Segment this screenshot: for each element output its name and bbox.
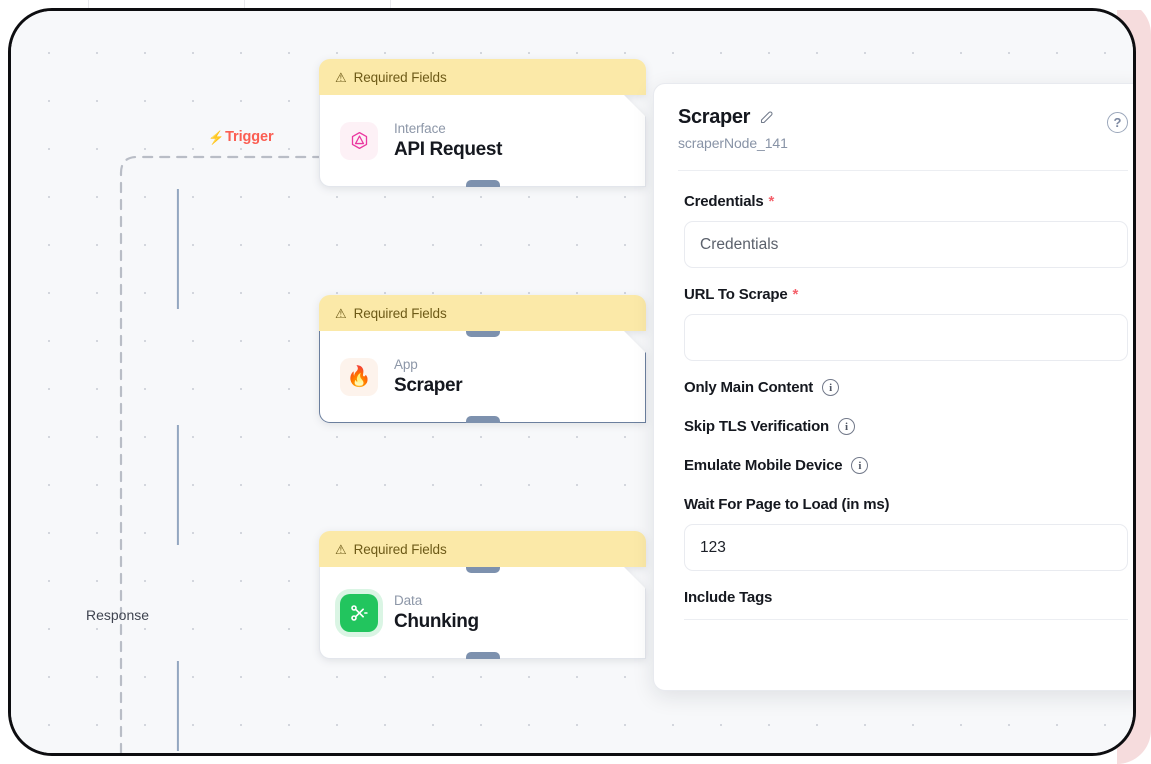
panel-header: Scraper scraperNode_141 ? bbox=[654, 84, 1133, 171]
panel-body: Credentials * URL To Scrape * Only Main … bbox=[654, 171, 1133, 620]
node-title-label: API Request bbox=[394, 138, 503, 160]
field-credentials: Credentials * bbox=[684, 193, 1128, 268]
node-input-handle[interactable] bbox=[466, 562, 500, 573]
node-kind-label: App bbox=[394, 356, 418, 372]
banner-label: Required Fields bbox=[353, 69, 447, 85]
scissors-icon bbox=[340, 594, 378, 632]
field-include-tags-label: Include Tags bbox=[684, 589, 1128, 620]
field-only-main-content[interactable]: Only Main Content i bbox=[684, 379, 1128, 396]
node-text: Interface API Request bbox=[394, 121, 502, 161]
info-icon[interactable]: i bbox=[822, 379, 840, 396]
node-title-label: Scraper bbox=[394, 374, 463, 396]
panel-subtitle: scraperNode_141 bbox=[678, 135, 788, 151]
graphql-hexagon-icon bbox=[340, 122, 378, 160]
node-api-request[interactable]: ⚠ Required Fields Interface API Request bbox=[319, 59, 646, 187]
field-skip-tls-verification[interactable]: Skip TLS Verification i bbox=[684, 418, 1128, 435]
field-wait-for-page-load: Wait For Page to Load (in ms) bbox=[684, 496, 1128, 571]
field-label-text: Wait For Page to Load (in ms) bbox=[684, 496, 890, 513]
info-icon[interactable]: i bbox=[851, 457, 869, 474]
panel-title-row: Scraper bbox=[678, 106, 1128, 129]
chrome-rule bbox=[88, 0, 89, 12]
flame-icon: 🔥 bbox=[340, 358, 378, 396]
decorative-mask bbox=[1117, 0, 1151, 10]
field-label: Credentials * bbox=[684, 193, 1128, 210]
panel-title: Scraper bbox=[678, 106, 751, 128]
field-label: Wait For Page to Load (in ms) bbox=[684, 496, 1128, 513]
lightning-bolt-icon: ⚡ bbox=[208, 129, 225, 145]
field-url-to-scrape: URL To Scrape * bbox=[684, 286, 1128, 361]
trigger-edge-label: ⚡ Trigger bbox=[208, 129, 274, 145]
node-chunking[interactable]: ⚠ Required Fields Data bbox=[319, 531, 646, 659]
field-label-text: Credentials bbox=[684, 193, 764, 210]
field-label-text: URL To Scrape bbox=[684, 286, 788, 303]
response-edge-label: Response bbox=[86, 607, 150, 623]
panel-divider bbox=[678, 170, 1128, 171]
info-icon[interactable]: i bbox=[838, 418, 856, 435]
node-input-handle[interactable] bbox=[466, 326, 500, 337]
node-output-handle[interactable] bbox=[466, 416, 500, 427]
url-to-scrape-input[interactable] bbox=[684, 314, 1128, 361]
node-body[interactable]: 🔥 App Scraper bbox=[319, 331, 646, 423]
toggle-label: Skip TLS Verification bbox=[684, 418, 830, 435]
node-kind-label: Interface bbox=[394, 120, 446, 136]
node-required-fields-banner: ⚠ Required Fields bbox=[319, 295, 646, 331]
node-output-handle[interactable] bbox=[466, 180, 500, 191]
node-kind-label: Data bbox=[394, 592, 423, 608]
field-label: URL To Scrape * bbox=[684, 286, 1128, 303]
node-config-panel[interactable]: Scraper scraperNode_141 ? Credentials bbox=[653, 83, 1133, 691]
warning-triangle-icon: ⚠ bbox=[335, 305, 347, 321]
warning-triangle-icon: ⚠ bbox=[335, 541, 347, 557]
node-body[interactable]: Data Chunking bbox=[319, 567, 646, 659]
toggle-label: Only Main Content bbox=[684, 379, 814, 396]
banner-label: Required Fields bbox=[353, 541, 447, 557]
toggle-label: Emulate Mobile Device bbox=[684, 457, 843, 474]
pencil-icon[interactable] bbox=[759, 110, 774, 125]
chrome-rule bbox=[244, 0, 245, 12]
chrome-rule bbox=[390, 0, 391, 12]
node-output-handle[interactable] bbox=[466, 652, 500, 663]
node-text: Data Chunking bbox=[394, 593, 479, 633]
banner-label: Required Fields bbox=[353, 305, 447, 321]
field-emulate-mobile-device[interactable]: Emulate Mobile Device i bbox=[684, 457, 1128, 474]
credentials-input[interactable] bbox=[684, 221, 1128, 268]
required-marker: * bbox=[792, 286, 799, 303]
wait-for-page-load-input[interactable] bbox=[684, 524, 1128, 571]
trigger-label-text: Trigger bbox=[225, 129, 274, 145]
edge-chunking-to-next bbox=[176, 661, 180, 751]
node-required-fields-banner: ⚠ Required Fields bbox=[319, 531, 646, 567]
edge-api-to-scraper bbox=[176, 189, 180, 309]
required-marker: * bbox=[768, 193, 775, 210]
device-frame: ⚡ Trigger Response ⚠ Required Fields bbox=[8, 8, 1136, 756]
question-mark-icon[interactable]: ? bbox=[1107, 112, 1128, 133]
edge-scraper-to-chunking bbox=[176, 425, 180, 545]
node-body[interactable]: Interface API Request bbox=[319, 95, 646, 187]
node-text: App Scraper bbox=[394, 357, 462, 397]
node-title-label: Chunking bbox=[394, 610, 479, 632]
node-scraper[interactable]: ⚠ Required Fields 🔥 App Scraper bbox=[319, 295, 646, 423]
warning-triangle-icon: ⚠ bbox=[335, 69, 347, 85]
node-required-fields-banner: ⚠ Required Fields bbox=[319, 59, 646, 95]
